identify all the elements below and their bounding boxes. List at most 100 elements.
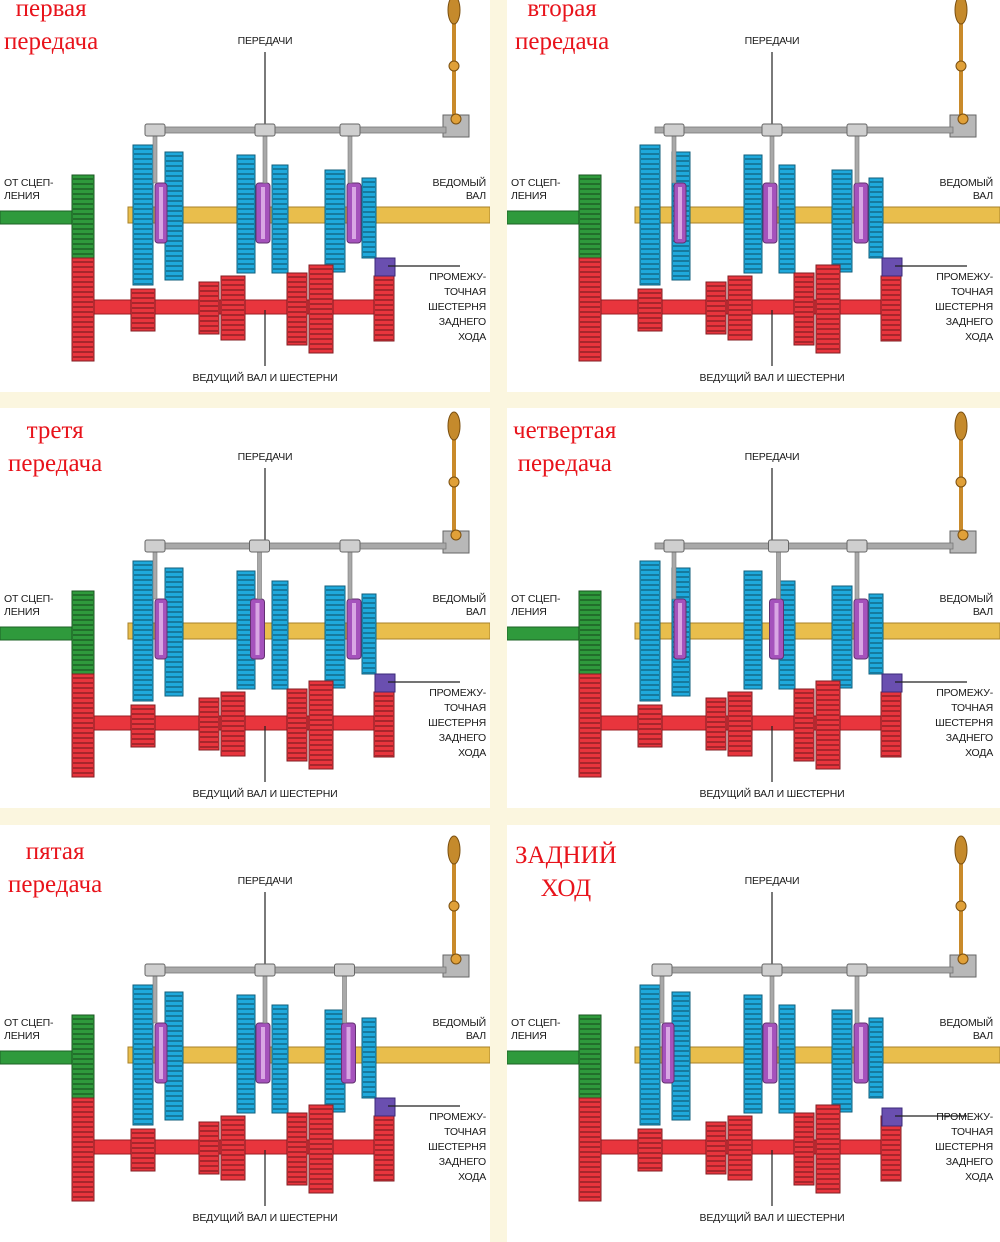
driven-shaft-label-line1: ВЕДОМЫЙ [433, 176, 486, 189]
idler-gear [374, 257, 396, 277]
selector-rail [654, 126, 954, 134]
idler-label-line1: ПРОМЕЖУ- [936, 271, 993, 283]
shift-lever-icon [949, 0, 977, 138]
synchronizer-3 [853, 182, 869, 244]
driven-gear-1-2 [164, 567, 184, 697]
panel-title-line1: ЗАДНИЙ [515, 842, 617, 869]
countershaft-gear-4 [793, 1112, 815, 1186]
idler-label-line2: ТОЧНАЯ [444, 286, 486, 298]
from-clutch-label-line2: ЛЕНИЯ [511, 606, 547, 618]
countershaft-gear-6 [373, 691, 395, 758]
selector-rail [654, 966, 954, 974]
input-gear [71, 174, 95, 259]
panel-title-line1: первая [15, 0, 87, 22]
idler-gear [881, 673, 903, 693]
panel-title-line2: передача [517, 450, 612, 477]
drive-shaft-label: ВЕДУЩИЙ ВАЛ И ШЕСТЕРНИ [700, 787, 845, 800]
panel-title-line1: пятая [25, 838, 85, 865]
countershaft-drive-gear [71, 673, 95, 778]
shift-fork-2 [257, 548, 262, 600]
from-clutch-label-line2: ЛЕНИЯ [4, 1030, 40, 1042]
fork-collar-3 [334, 963, 355, 977]
idler-label-line5: ХОДА [965, 331, 993, 343]
driven-gear-3-1 [324, 169, 346, 273]
synchronizer-2 [769, 598, 784, 660]
idler-label-line4: ЗАДНЕГО [439, 316, 486, 328]
driven-gear-1-1 [639, 984, 661, 1126]
driven-gear-3-2 [868, 593, 884, 675]
driven-shaft-label-line2: ВАЛ [973, 190, 993, 202]
driven-shaft-label-line1: ВЕДОМЫЙ [433, 592, 486, 605]
fork-collar-1 [144, 123, 166, 137]
driven-gear-1-1 [639, 144, 661, 286]
gears-label: ПЕРЕДАЧИ [745, 451, 800, 463]
selector-rail [147, 126, 447, 134]
idler-label-line5: ХОДА [458, 1171, 486, 1183]
countershaft-gear-3 [220, 1115, 246, 1181]
idler-label-line5: ХОДА [458, 331, 486, 343]
driven-gear-2-1 [236, 154, 256, 274]
driven-gear-3-1 [831, 169, 853, 273]
driven-gear-3-1 [324, 585, 346, 689]
idler-label-line3: ШЕСТЕРНЯ [935, 1141, 993, 1153]
driven-shaft-label-line2: ВАЛ [466, 190, 486, 202]
synchronizer-3 [346, 598, 362, 660]
from-clutch-label-line1: ОТ СЦЕП- [4, 177, 54, 189]
input-gear [71, 590, 95, 675]
driven-gear-1-1 [639, 560, 661, 702]
countershaft-gear-4 [286, 688, 308, 762]
shift-fork-1 [152, 132, 158, 184]
countershaft-gear-4 [793, 272, 815, 346]
shift-lever-icon [949, 411, 977, 554]
countershaft-drive-gear [578, 673, 602, 778]
idler-label-line1: ПРОМЕЖУ- [936, 1111, 993, 1123]
countershaft-gear-5 [815, 1104, 841, 1194]
driven-gear-1-1 [132, 984, 154, 1126]
synchronizer-2 [762, 1022, 778, 1084]
driven-shaft [127, 1046, 490, 1064]
shift-fork-1 [152, 972, 158, 1024]
shift-fork-3 [854, 548, 860, 600]
from-clutch-label-line1: ОТ СЦЕП- [4, 1017, 54, 1029]
idler-label-line3: ШЕСТЕРНЯ [428, 717, 486, 729]
driven-gear-2-2 [271, 164, 289, 274]
countershaft-drive-gear [71, 1097, 95, 1202]
driven-gear-1-1 [132, 560, 154, 702]
countershaft-gear-6 [373, 275, 395, 342]
idler-label-line1: ПРОМЕЖУ- [429, 1111, 486, 1123]
idler-label-line4: ЗАДНЕГО [946, 1156, 993, 1168]
fork-collar-2 [768, 539, 789, 553]
panel-title-line2: передача [8, 871, 103, 898]
synchronizer-1 [661, 1022, 675, 1084]
panel-title-line1: третя [26, 417, 84, 444]
driven-gear-1-1 [132, 144, 154, 286]
drive-shaft-label: ВЕДУЩИЙ ВАЛ И ШЕСТЕРНИ [193, 787, 338, 800]
drive-shaft-label: ВЕДУЩИЙ ВАЛ И ШЕСТЕРНИ [193, 1211, 338, 1224]
fork-collar-1 [651, 963, 673, 977]
shift-fork-1 [659, 972, 665, 1024]
gears-label: ПЕРЕДАЧИ [238, 35, 293, 47]
driven-gear-2-1 [743, 154, 763, 274]
shift-fork-1 [671, 132, 677, 184]
fork-collar-1 [144, 539, 166, 553]
countershaft-gear-3 [220, 691, 246, 757]
driven-gear-2-1 [743, 994, 763, 1114]
driven-gear-2-2 [778, 164, 796, 274]
idler-label-line4: ЗАДНЕГО [946, 732, 993, 744]
panel-title: третя передача [8, 414, 102, 480]
gears-label: ПЕРЕДАЧИ [238, 875, 293, 887]
driven-shaft-label-line2: ВАЛ [973, 1030, 993, 1042]
countershaft-gear-5 [815, 680, 841, 770]
panel-title-line2: передача [8, 450, 103, 477]
countershaft-gear-1 [637, 288, 663, 332]
driven-gear-3-2 [361, 593, 377, 675]
